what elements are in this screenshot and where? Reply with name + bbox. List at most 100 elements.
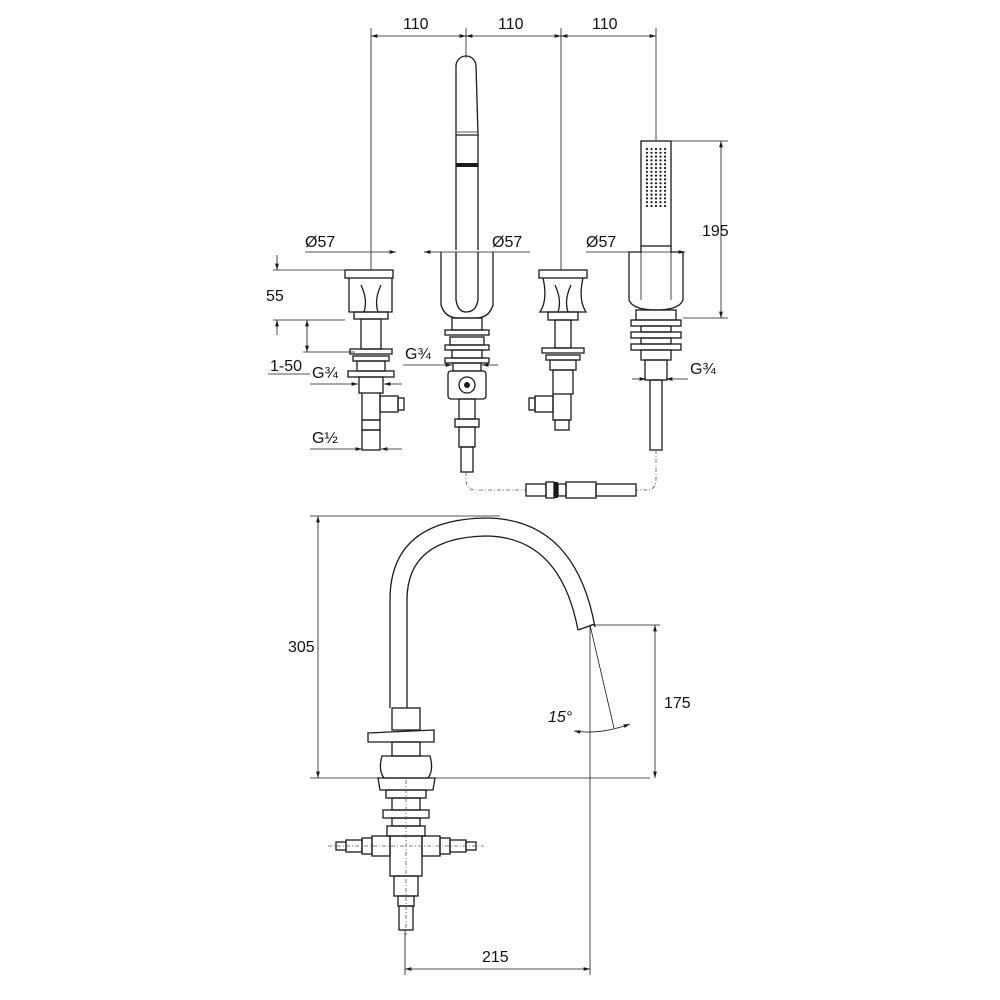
- spout-reach-label: 215: [482, 949, 509, 966]
- nozzle-dot: [645, 159, 649, 162]
- nozzle-dot: [650, 189, 653, 192]
- handle-height-label: 55: [266, 288, 284, 305]
- nozzle-dot: [650, 166, 653, 170]
- nozzle-dot: [659, 174, 662, 177]
- nozzle-dot: [654, 155, 658, 158]
- nozzle-dot: [654, 159, 658, 162]
- spray-nozzle-pattern: [645, 147, 667, 208]
- left-thread-labels: G¾ G½: [310, 365, 402, 451]
- nozzle-dot: [659, 189, 662, 192]
- nozzle-dot: [645, 189, 649, 192]
- nozzle-dot: [663, 151, 667, 154]
- nozzle-dot: [659, 159, 662, 162]
- nozzle-dot: [654, 204, 658, 208]
- nozzle-dot: [650, 201, 653, 204]
- nozzle-dot: [650, 155, 653, 158]
- nozzle-dot: [650, 185, 653, 189]
- nozzle-dot: [663, 166, 667, 170]
- spout-height-label: 305: [288, 639, 315, 656]
- nozzle-dot: [663, 163, 667, 166]
- nozzle-dot: [650, 151, 653, 154]
- nozzle-dot: [650, 147, 653, 151]
- nozzle-dot: [645, 178, 649, 181]
- nozzle-dot: [659, 170, 662, 173]
- nozzle-dot: [663, 197, 667, 200]
- thread-hand-shower-label: G¾: [690, 361, 716, 378]
- nozzle-dot: [659, 193, 662, 196]
- thread-left-lower-label: G½: [312, 430, 338, 447]
- nozzle-dot: [650, 204, 653, 208]
- nozzle-dot: [659, 147, 662, 151]
- nozzle-dot: [645, 182, 649, 185]
- nozzle-dot: [663, 147, 667, 151]
- nozzle-dot: [654, 163, 658, 166]
- outlet-height-label: 175: [664, 695, 691, 712]
- nozzle-dot: [663, 159, 667, 162]
- nozzle-dot: [654, 166, 658, 170]
- nozzle-dot: [663, 178, 667, 181]
- nozzle-dot: [659, 166, 662, 170]
- nozzle-dot: [645, 155, 649, 158]
- nozzle-dot: [650, 163, 653, 166]
- side-view-dims: 305 175 15° 215: [288, 515, 691, 975]
- nozzle-dot: [659, 151, 662, 154]
- left-valve: [344, 269, 405, 451]
- nozzle-dot: [654, 170, 658, 173]
- nozzle-dot: [650, 159, 653, 162]
- thread-left-upper-label: G¾: [312, 365, 338, 382]
- nozzle-dot: [659, 178, 662, 181]
- nozzle-dot: [645, 197, 649, 200]
- hand-shower-length-label: 195: [702, 223, 729, 240]
- hand-shower-dims: 195 G¾: [632, 140, 729, 381]
- deck-range-label: 1-50: [270, 358, 302, 375]
- center-spout: [440, 55, 494, 473]
- nozzle-dot: [650, 170, 653, 173]
- top-dimensions: 110 110 110: [370, 16, 657, 270]
- handle-height-dim: 55 1-50: [266, 255, 355, 375]
- nozzle-dot: [659, 185, 662, 189]
- nozzle-dot: [645, 204, 649, 208]
- nozzle-dot: [663, 201, 667, 204]
- nozzle-dot: [663, 189, 667, 192]
- outlet-angle-label: 15°: [548, 709, 573, 726]
- nozzle-dot: [659, 163, 662, 166]
- nozzle-dot: [654, 201, 658, 204]
- nozzle-dot: [650, 193, 653, 196]
- nozzle-dot: [659, 201, 662, 204]
- nozzle-dot: [654, 178, 658, 181]
- nozzle-dot: [650, 197, 653, 200]
- nozzle-dot: [659, 182, 662, 185]
- nozzle-dot: [663, 182, 667, 185]
- nozzle-dot: [663, 174, 667, 177]
- thread-center-label: G¾: [405, 346, 431, 363]
- nozzle-dot: [654, 174, 658, 177]
- nozzle-dot: [645, 170, 649, 173]
- diameter-label-right: Ø57: [586, 234, 616, 251]
- nozzle-dot: [663, 185, 667, 189]
- nozzle-dot: [650, 182, 653, 185]
- diameter-label-left: Ø57: [305, 234, 335, 251]
- hose: [465, 450, 657, 499]
- nozzle-dot: [654, 151, 658, 154]
- nozzle-dot: [654, 147, 658, 151]
- nozzle-dot: [663, 193, 667, 196]
- nozzle-dot: [654, 185, 658, 189]
- nozzle-dot: [663, 170, 667, 173]
- nozzle-dot: [659, 197, 662, 200]
- diameter-labels: Ø57 Ø57 Ø57: [305, 234, 685, 254]
- nozzle-dot: [645, 163, 649, 166]
- side-view-spout: [367, 517, 596, 791]
- nozzle-dot: [654, 182, 658, 185]
- nozzle-dot: [645, 147, 649, 151]
- hand-shower: [628, 140, 684, 451]
- right-valve: [528, 269, 588, 431]
- spacing-dim-3: 110: [592, 16, 618, 33]
- diameter-label-center: Ø57: [492, 234, 522, 251]
- nozzle-dot: [650, 178, 653, 181]
- nozzle-dot: [659, 204, 662, 208]
- nozzle-dot: [654, 193, 658, 196]
- nozzle-dot: [645, 193, 649, 196]
- nozzle-dot: [654, 189, 658, 192]
- nozzle-dot: [645, 201, 649, 204]
